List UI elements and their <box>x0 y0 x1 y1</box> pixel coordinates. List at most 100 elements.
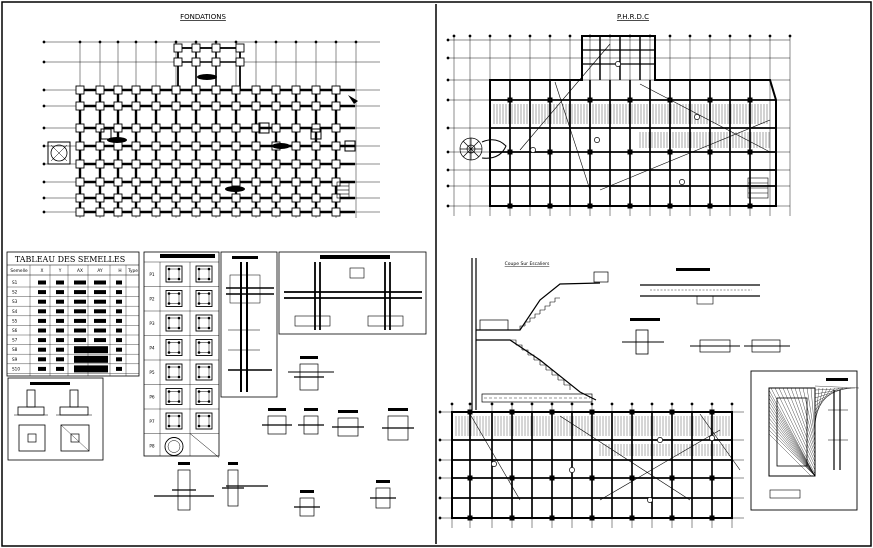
foundations-entry-stair <box>336 181 350 199</box>
footing-pad <box>191 177 201 187</box>
footing-pad <box>291 177 301 187</box>
footing-pad <box>231 207 241 217</box>
footing-pad <box>251 101 261 111</box>
footing-pad <box>75 141 85 151</box>
table-cell-fill <box>38 309 46 314</box>
upper-slab-direction <box>559 415 691 501</box>
rebar-dot <box>177 365 181 369</box>
stair-section: Coupe Sur Escaliers <box>471 258 609 410</box>
footing-pad <box>131 177 141 187</box>
table-cell-fill <box>56 318 64 323</box>
table-cell-fill <box>56 338 64 343</box>
upper-direction-marker <box>709 435 715 441</box>
grid-marker <box>174 40 178 44</box>
footing-pad <box>231 85 241 95</box>
upper-direction-marker <box>569 467 575 473</box>
footing-pad <box>231 193 241 203</box>
footing-pad <box>191 207 201 217</box>
grid-marker <box>42 60 46 64</box>
footing-pad <box>151 207 161 217</box>
table-cell-fill <box>38 328 46 333</box>
footing-pad <box>235 57 245 67</box>
rebar-dot <box>177 341 181 344</box>
footing-pad <box>75 101 85 111</box>
column-section <box>165 339 183 356</box>
rebar-dot <box>197 302 201 305</box>
footings-table-row-label: S6 <box>12 328 18 333</box>
grid-marker <box>354 40 358 44</box>
column-section <box>165 265 183 283</box>
footing-pad <box>75 159 85 169</box>
stairwell-detail <box>750 370 860 511</box>
grid-marker <box>446 204 450 208</box>
footing-pad <box>291 101 301 111</box>
footing-pad <box>171 159 181 169</box>
footing-pad <box>311 85 321 95</box>
grid-marker <box>568 34 572 38</box>
rebar-dot <box>167 341 171 344</box>
footing-pad <box>95 159 105 169</box>
rebar-dot <box>167 424 171 428</box>
grid-marker <box>488 34 492 38</box>
footing-pad <box>113 101 123 111</box>
footing-pad <box>131 193 141 203</box>
grid-marker <box>42 196 46 200</box>
column-stirrup <box>167 440 181 453</box>
footings-table-row-label: S5 <box>12 318 18 323</box>
grid-marker <box>590 402 594 406</box>
footing-pad <box>75 85 85 95</box>
rebar-dot <box>207 365 211 369</box>
footing-pad <box>95 141 105 151</box>
table-cell-fill <box>38 318 46 323</box>
footing-pad <box>75 123 85 133</box>
rebar-dot <box>177 267 181 271</box>
footing-pad <box>131 141 141 151</box>
grid-marker <box>446 78 450 82</box>
upper-direction-marker <box>491 461 497 467</box>
rebar-dot <box>197 351 201 354</box>
footing-pad <box>211 159 221 169</box>
footing-pad <box>113 193 123 203</box>
rebar-dot <box>167 267 171 271</box>
rebar-dot <box>197 375 201 379</box>
footing-pad <box>113 159 123 169</box>
rdc-slab-direction <box>599 119 771 191</box>
rdc-column <box>547 97 553 103</box>
rebar-dot <box>207 292 211 295</box>
footing-pad <box>171 123 181 133</box>
table-cell-fill <box>94 328 106 333</box>
grid-marker <box>450 402 454 406</box>
column-stirrup <box>168 366 180 378</box>
stair-section-title: Coupe Sur Escaliers <box>505 261 550 267</box>
footing-pad <box>291 207 301 217</box>
table-cell-fill <box>116 347 122 352</box>
footing-pad <box>131 207 141 217</box>
grid-marker <box>254 40 258 44</box>
rebar-dot <box>207 341 211 344</box>
rebar-dot <box>177 375 181 379</box>
rebar-dot <box>167 326 171 330</box>
rebar-dot <box>197 424 201 428</box>
grid-marker <box>446 98 450 102</box>
rdc-column <box>507 203 513 209</box>
column-section <box>195 290 213 307</box>
footings-table-row-label: S10 <box>12 366 20 371</box>
grid-marker <box>748 34 752 38</box>
footing-pad <box>131 85 141 95</box>
rebar-dot <box>177 316 181 320</box>
grid-marker <box>116 40 120 44</box>
upper-slab-direction <box>599 429 721 501</box>
rebar-dot <box>167 400 171 403</box>
upper-slab-direction <box>699 413 741 471</box>
column-stirrup <box>198 268 210 280</box>
rebar-dot <box>197 277 201 281</box>
column-section <box>195 314 213 332</box>
footing-pad <box>251 193 261 203</box>
table-cell-fill <box>74 299 86 304</box>
grid-marker <box>570 402 574 406</box>
table-cell-fill <box>38 299 46 304</box>
rdc-outline <box>489 35 777 207</box>
rdc-column <box>707 149 713 155</box>
